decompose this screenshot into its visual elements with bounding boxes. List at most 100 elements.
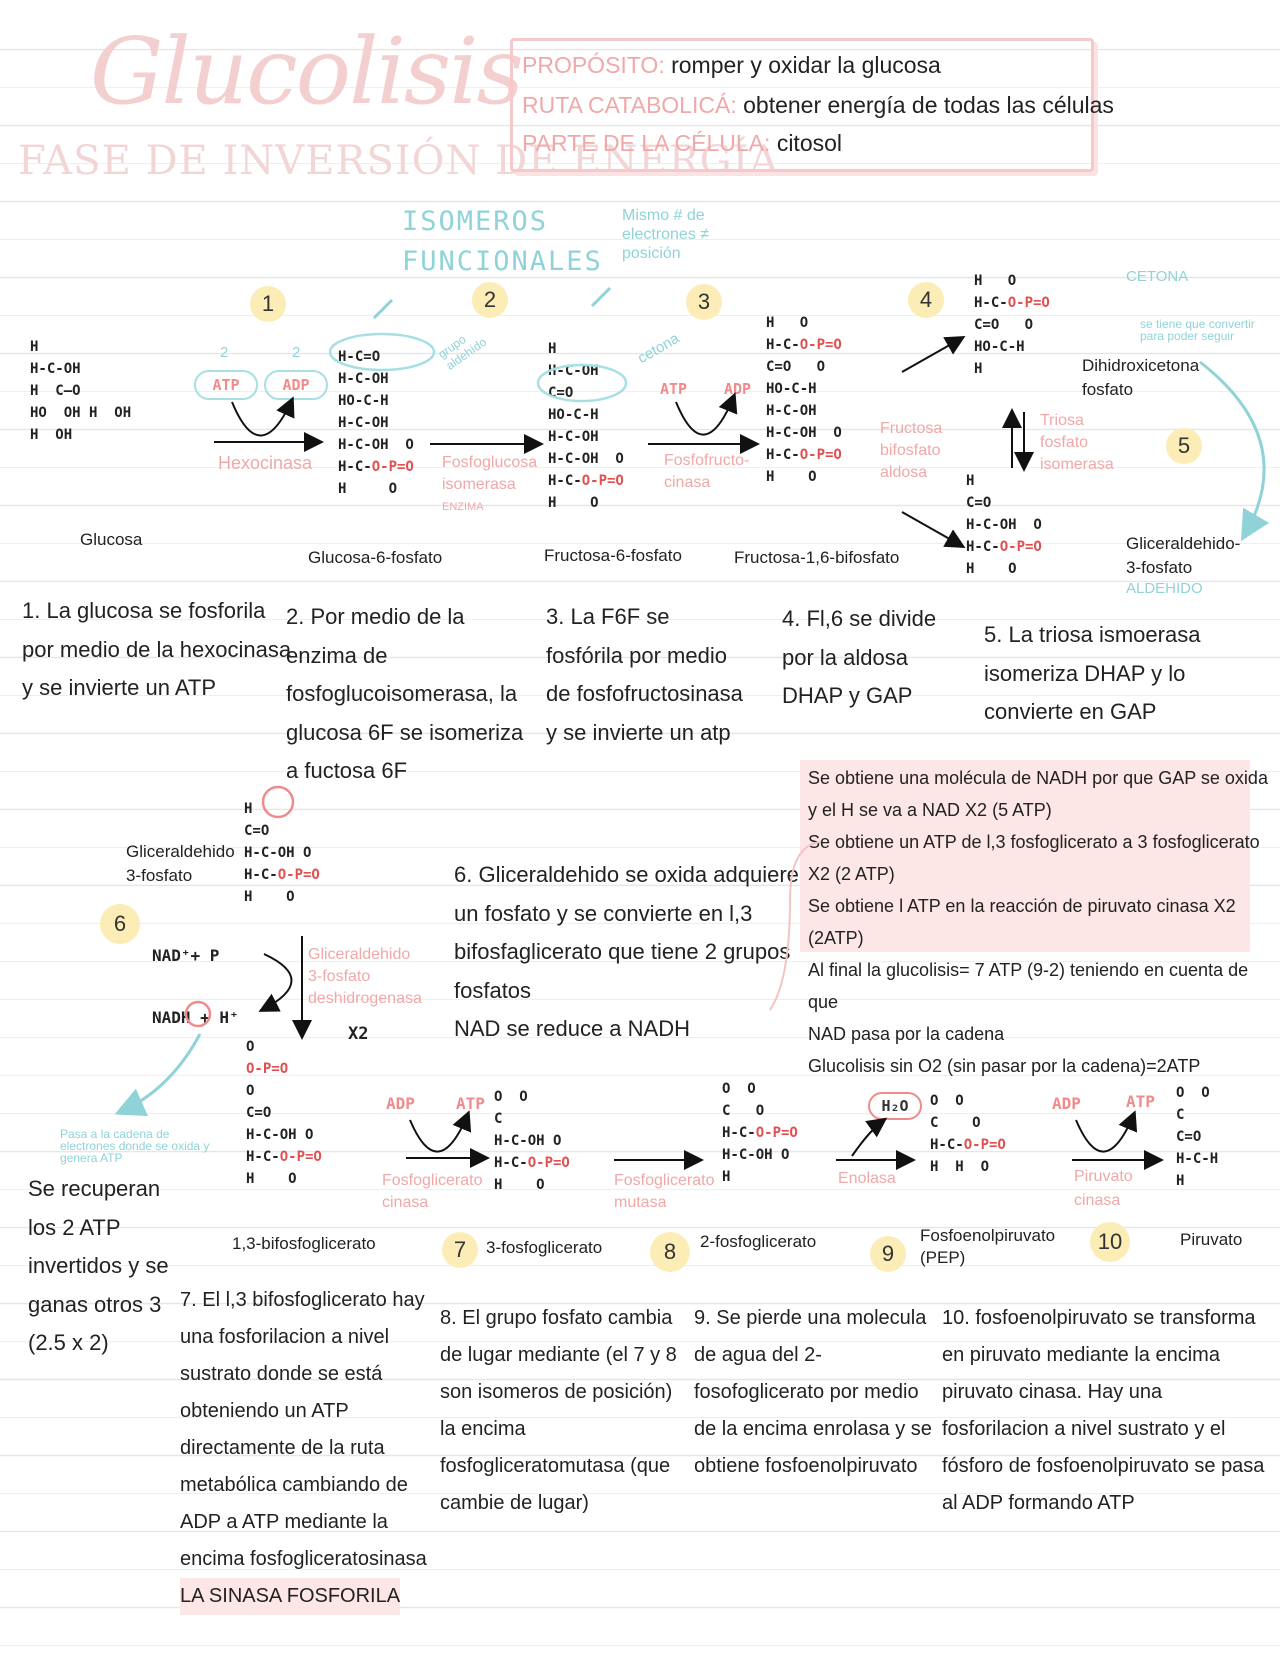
- teal-arrow: [114, 286, 1270, 1117]
- note-line: al ADP formando ATP: [942, 1492, 1135, 1514]
- enzyme-pk-2: cinasa: [1074, 1192, 1121, 1209]
- structure-line: C: [1176, 1107, 1185, 1123]
- equilibrium-arrow: [1002, 408, 1034, 472]
- nadh-label: NADH + H⁺: [152, 1008, 239, 1027]
- enzyme-tpi-1: Triosa: [1040, 412, 1084, 429]
- atp-label-3: ATP: [660, 380, 688, 398]
- structure-line: H-C=O: [338, 349, 381, 365]
- structure-line: H: [974, 361, 983, 377]
- note-line: 9. Se pierde una molecula: [694, 1307, 927, 1329]
- brace: [769, 841, 821, 1011]
- structure-line: H-C-OH O: [766, 425, 842, 441]
- note-line: obtiene fosfoenolpiruvato: [694, 1455, 918, 1477]
- note-line: la encima: [440, 1418, 526, 1440]
- compound-dhap-1: Dihidroxicetona: [1082, 356, 1200, 375]
- curved-arrow: [231, 392, 1138, 1157]
- note-line: fósforo de fosfoenolpiruvato se pasa: [942, 1455, 1265, 1477]
- note-step-5: 5. La triosa ismoerasa isomeriza DHAP y …: [984, 616, 1200, 732]
- note-step-6: 6. Gliceraldehido se oxida adquiere un f…: [454, 856, 799, 1049]
- enzyme-tpi-3: isomerasa: [1040, 456, 1114, 473]
- summary-highlight: [800, 760, 1250, 952]
- summary-line: X2 (2 ATP): [808, 864, 895, 884]
- structure-line: C O: [722, 1103, 765, 1119]
- structure-line: H-C-O-P=O: [766, 447, 842, 463]
- note-line: los 2 ATP: [28, 1214, 121, 1240]
- note-step-10: 10. fosfoenolpiruvato se transforma en p…: [942, 1300, 1264, 1522]
- structure-line: H-C-O-P=O: [548, 473, 624, 489]
- note-line: 10. fosfoenolpiruvato se transforma: [942, 1307, 1256, 1329]
- note-step-4: 4. Fl,6 se divide por la aldosa DHAP y G…: [782, 600, 936, 716]
- summary-line: Se obtiene un ATP de l,3 fosfoglicerato …: [808, 832, 1260, 852]
- isomers-label-1: ISOMEROS: [402, 206, 549, 237]
- note-line: 7. El l,3 bifosfoglicerato hay: [180, 1289, 425, 1311]
- structure-line: H O: [548, 495, 599, 511]
- cetona-caps: CETONA: [1126, 268, 1189, 285]
- enzyme-hexocinasa: Hexocinasa: [218, 453, 313, 473]
- structure-line: H: [244, 801, 253, 817]
- note-line: ADP a ATP mediante la: [180, 1511, 388, 1533]
- structure-line: H-C-O-P=O: [930, 1137, 1006, 1153]
- enzyme-pfk-1: Fosfofructo-: [664, 452, 750, 469]
- note-line: 6. Gliceraldehido se oxida adquiere: [454, 862, 799, 887]
- structure-line: H-C-OH O: [722, 1147, 790, 1163]
- enzyme-pk-1: Piruvato: [1074, 1168, 1133, 1185]
- x2-label: X2: [348, 1024, 369, 1044]
- structure-line: O: [246, 1083, 255, 1099]
- note-line: una fosforilacion a nivel: [180, 1326, 390, 1348]
- note-line: enzima de: [286, 642, 388, 668]
- purpose-value: romper y oxidar la glucosa: [671, 52, 941, 78]
- page-title: Glucolisis: [90, 18, 524, 125]
- note-step-9: 9. Se pierde una molecula de agua del 2-…: [694, 1300, 932, 1485]
- adp-pill-1: ADP: [264, 370, 328, 400]
- structure-line: O-P=O: [246, 1061, 289, 1077]
- note-line: fosforilacion a nivel sustrato y el: [942, 1418, 1226, 1440]
- enzyme-label: ENZIMA: [442, 501, 484, 513]
- enzyme-fgi-2: isomerasa: [442, 476, 516, 493]
- note-line: NAD se reduce a NADH: [454, 1016, 690, 1041]
- part-line: PARTE DE LA CÉLULA: citosol: [522, 130, 842, 157]
- structure-line: O: [246, 1039, 255, 1055]
- compound-gap6-1: Gliceraldehido: [126, 842, 235, 861]
- enzyme-pgk-1: Fosfoglicerato: [382, 1172, 483, 1189]
- enzyme-pgk-2: cinasa: [382, 1194, 429, 1211]
- note-line: por medio de la hexocinasa: [22, 636, 292, 662]
- step-badge-8: 8: [650, 1232, 690, 1272]
- compound-f16bp: Fructosa-1,6-bifosfato: [734, 548, 900, 567]
- step-badge-5: 5: [1166, 428, 1202, 464]
- note-line: en piruvato mediante la encima: [942, 1344, 1220, 1366]
- part-value: citosol: [776, 130, 843, 156]
- note-line: convierte en GAP: [984, 699, 1157, 724]
- summary-line: y el H se va a NAD X2 (5 ATP): [808, 800, 1052, 820]
- note-step-7: 7. El l,3 bifosfoglicerato hay una fosfo…: [180, 1282, 427, 1615]
- part-label: PARTE DE LA CÉLULA:: [522, 130, 771, 156]
- note-line: metabólica cambiando de: [180, 1474, 408, 1496]
- enzyme-fgi-1: Fosfoglucosa: [442, 454, 538, 471]
- structure-line: H-C-O-P=O: [722, 1125, 798, 1141]
- structure-line: H O: [494, 1177, 545, 1193]
- enzyme-pfk-2: cinasa: [664, 474, 711, 491]
- route-label: RUTA CATABOLICÁ:: [522, 92, 737, 118]
- compound-f6p: Fructosa-6-fosfato: [544, 546, 682, 565]
- same-electrons-note: Mismo # de electrones ≠ posición: [622, 207, 710, 262]
- note-recover: Se recuperan los 2 ATP invertidos y se g…: [28, 1170, 169, 1363]
- enzyme-gapdh-2: 3-fosfato: [308, 968, 371, 985]
- nad-p-label: NAD⁺+ P: [152, 946, 220, 965]
- h2o-pill: H₂O: [868, 1092, 922, 1120]
- summary-line: Al final la glucolisis= 7 ATP (9-2) teni…: [808, 960, 1249, 1012]
- note-line: fosfogliceratomutasa (que: [440, 1455, 671, 1477]
- compound-gap6-2: 3-fosfato: [126, 866, 193, 885]
- note-line: y se invierte un ATP: [22, 675, 217, 700]
- note-line: directamente de la ruta: [180, 1437, 385, 1459]
- structure-line: C O: [930, 1115, 981, 1131]
- structure-line: H-C-OH: [548, 429, 599, 445]
- enzyme-aldosa-3: aldosa: [880, 464, 928, 481]
- structure-line: H-C-H: [1176, 1151, 1219, 1167]
- enzyme-gapdh-1: Gliceraldehido: [308, 946, 411, 963]
- structure-line: H: [966, 473, 975, 489]
